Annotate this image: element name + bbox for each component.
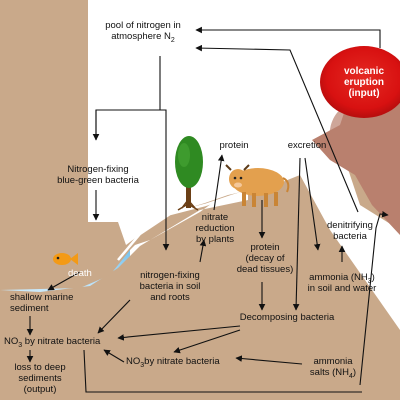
label-bluegreen-bacteria: Nitrogen-fixing blue-green bacteria — [48, 164, 148, 186]
arrow-loop-to-denitrifying — [359, 210, 389, 386]
label-nitrogen-pool: pool of nitrogen in atmosphere N2 — [88, 20, 198, 44]
label-protein-decay: protein (decay of dead tissues) — [230, 242, 300, 275]
salts-end: ) — [352, 367, 357, 378]
no3-mid-pre: NO — [126, 356, 141, 367]
no3-mid-sub: 3 — [140, 361, 145, 369]
bluegreen-line1: Nitrogen-fixing — [67, 164, 129, 175]
ammonia-soil-sub: 3 — [367, 277, 372, 285]
label-death: death — [68, 268, 92, 279]
label-ammonia-salts: ammonia salts (NH4) — [298, 356, 368, 380]
arrow-denitrifying-to-atmosphere — [195, 44, 359, 213]
volcanic-line1: volcanic — [343, 66, 385, 77]
salts-line2: salts (NH4) — [298, 367, 368, 380]
label-excretion: excretion — [282, 140, 332, 151]
no3-left-pre: NO — [4, 336, 19, 347]
label-protein: protein — [214, 140, 254, 151]
nitrate-line2: reduction — [195, 223, 235, 234]
salts-text: salts (NH — [309, 367, 349, 378]
fish-icon — [53, 253, 78, 265]
pool-line1: pool of nitrogen in — [105, 20, 181, 31]
label-nitrate-reduction: nitrate reduction by plants — [190, 212, 240, 245]
arrow-excretion-to-decomposing — [292, 157, 301, 311]
label-denitrifying-bacteria: denitrifying bacteria — [318, 220, 382, 242]
label-loss-deep-sediments: loss to deep sediments (output) — [4, 362, 76, 395]
fixing-soil-line2: bacteria in soil — [139, 281, 201, 292]
decomposing-text: Decomposing bacteria — [239, 312, 335, 323]
shallow-line1: shallow marine — [10, 292, 74, 303]
arrow-excretion-to-ammonia — [304, 157, 321, 251]
label-volcanic-eruption: volcanic eruption (input) — [326, 66, 400, 99]
pool-line2: atmosphere N2 — [88, 31, 198, 44]
label-no3-left: NO3 by nitrate bacteria — [4, 336, 101, 349]
arrow-salts-to-no3 — [235, 355, 303, 365]
salts-sub: 4 — [348, 372, 353, 380]
pool-line2-text: atmosphere N — [111, 31, 171, 42]
arrow-no3-mid-to-left — [103, 349, 125, 363]
no3-left-sub: 3 — [18, 341, 23, 349]
arrow-soil-to-nitrate-reduction — [199, 239, 207, 263]
label-shallow-sediment: shallow marine sediment — [10, 292, 73, 314]
arrow-decomposing-to-no3-mid — [173, 329, 241, 354]
fixing-soil-line3: and roots — [150, 292, 190, 303]
denitrifying-line2: bacteria — [333, 231, 367, 242]
nitrate-line3: by plants — [195, 234, 235, 245]
no3-left-post: by nitrate bacteria — [22, 336, 101, 347]
ammonia-soil-line2: in soil and water — [307, 283, 377, 294]
nitrate-line1: nitrate — [201, 212, 229, 223]
shallow-line2: sediment — [10, 303, 49, 314]
tree-icon — [175, 136, 203, 211]
volcanic-eruption-lava — [320, 46, 400, 118]
arrow-bottom-loop — [83, 349, 362, 393]
fixing-soil-line1: nitrogen-fixing — [140, 270, 200, 281]
loss-line3: (output) — [23, 384, 57, 395]
ammonia-soil-line1: ammonia (NH3) — [296, 272, 388, 285]
ammonia-soil-end: ) — [371, 272, 375, 283]
volcanic-line3: (input) — [348, 88, 380, 99]
arrow-nitrate-reduction-to-protein — [213, 154, 225, 211]
volcanic-line2: eruption — [344, 77, 384, 88]
label-ammonia-soil: ammonia (NH3) in soil and water — [296, 272, 388, 294]
arrow-decomposing-to-no3-left — [117, 325, 241, 341]
salts-line1: ammonia — [313, 356, 353, 367]
volcano-smoke — [329, 96, 365, 150]
label-decomposing-bacteria: Decomposing bacteria — [232, 312, 342, 323]
arrow-fixing-to-no3 — [97, 299, 131, 334]
cow-icon — [225, 164, 290, 207]
ammonia-soil-text: ammonia (NH — [309, 272, 368, 283]
decay-line3: dead tissues) — [236, 264, 294, 275]
decay-line2: (decay of — [245, 253, 285, 264]
protein-text: protein — [219, 140, 249, 151]
arrows — [26, 26, 389, 393]
bluegreen-line2: blue-green bacteria — [57, 175, 139, 186]
arrow-death-to-sediment — [47, 271, 81, 291]
label-fixing-soil: nitrogen-fixing bacteria in soil and roo… — [128, 270, 212, 303]
death-text: death — [68, 268, 92, 279]
no3-mid-post: by nitrate bacteria — [144, 356, 220, 367]
pool-line2-sub: 2 — [170, 36, 175, 44]
loss-line2: sediments — [18, 373, 62, 384]
excretion-text: excretion — [287, 140, 327, 151]
arrow-volcano-to-atmosphere — [195, 26, 381, 48]
label-no3-middle: NO3by nitrate bacteria — [126, 356, 220, 369]
loss-line1: loss to deep — [14, 362, 66, 373]
denitrifying-line1: denitrifying — [327, 220, 373, 231]
decay-line1: protein — [250, 242, 280, 253]
